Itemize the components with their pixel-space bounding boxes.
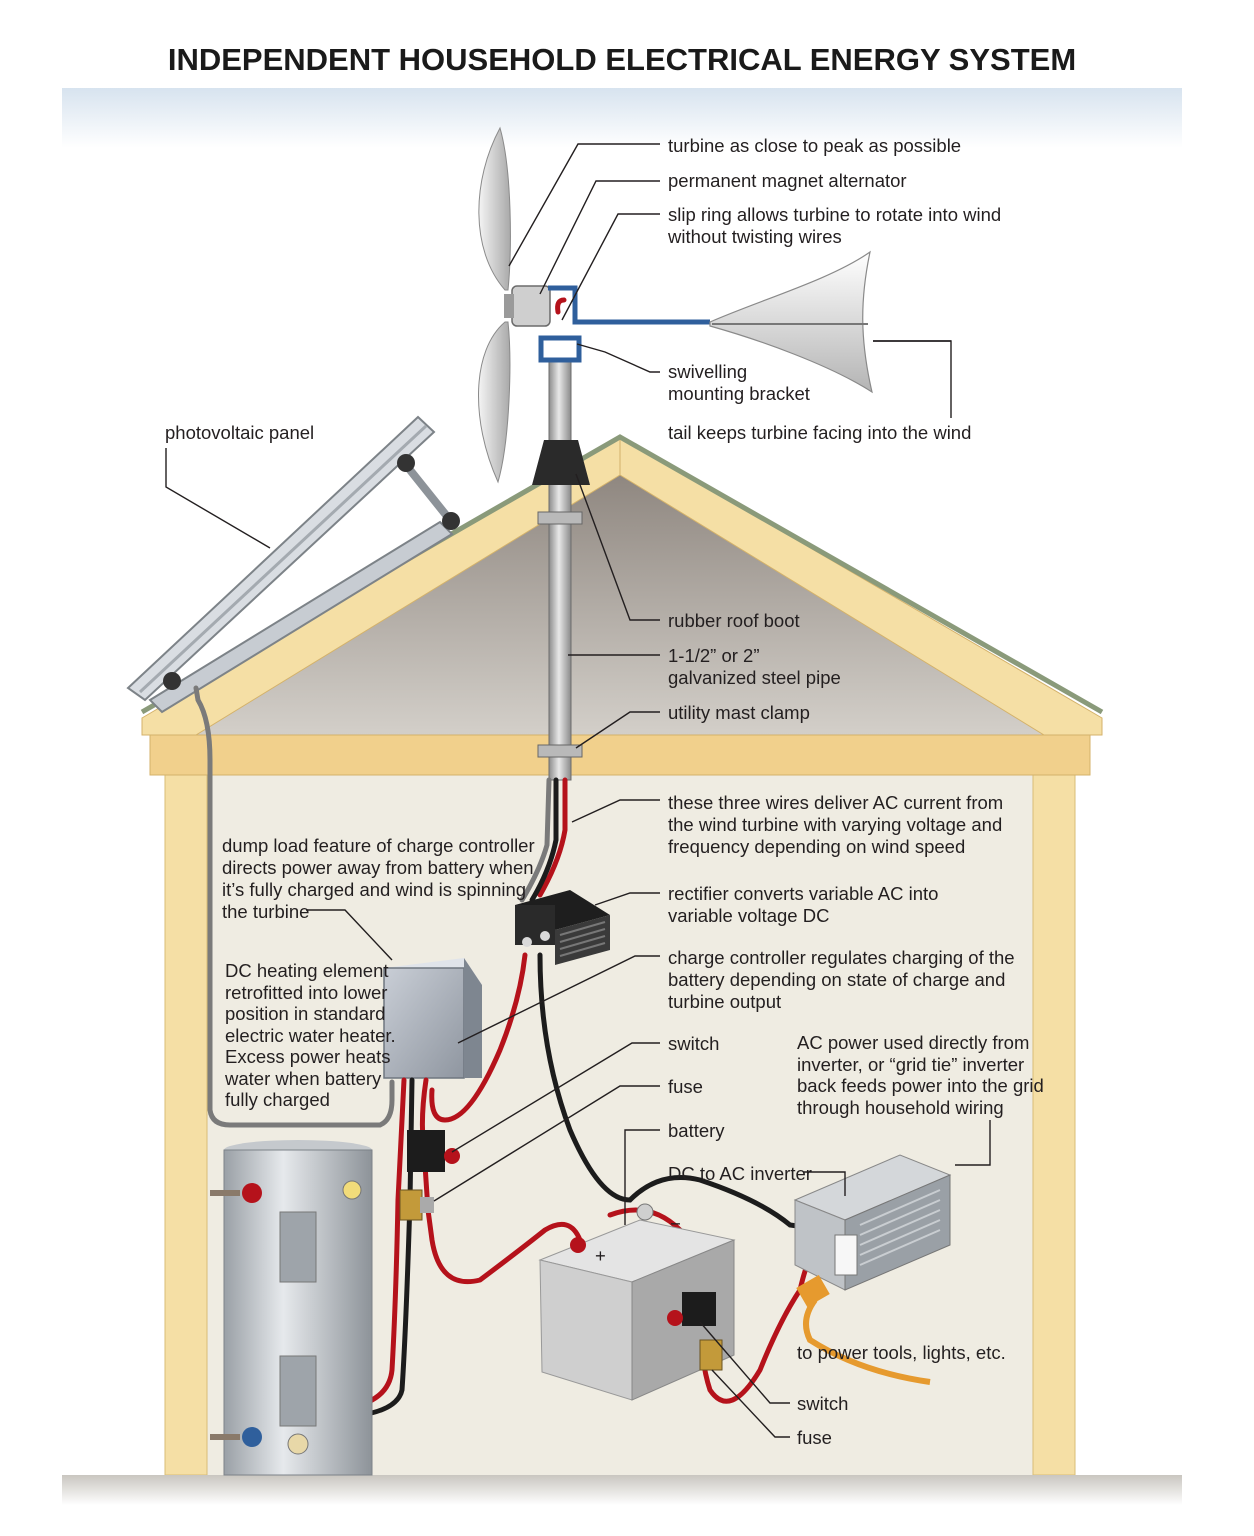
sky-band [62, 88, 1182, 148]
label-alternator: permanent magnet alternator [668, 170, 907, 191]
wind-turbine [478, 126, 873, 484]
floor [62, 1475, 1182, 1505]
power-plug [796, 1274, 830, 1308]
pv-panel-rail [148, 520, 454, 714]
label-dump-3: it’s fully charged and wind is spinning [222, 879, 526, 900]
rectifier [515, 890, 610, 965]
turbine-blade-lower [478, 321, 511, 484]
roof-boot [532, 440, 590, 485]
right-wall-frame [1032, 774, 1076, 1476]
inverter [793, 1154, 952, 1291]
label-heater-4: electric water heater. [225, 1025, 396, 1046]
label-roof-boot: rubber roof boot [668, 610, 800, 631]
red-wire-rectifier-to-controller [429, 952, 528, 1123]
battery-plus-mark: + [595, 1245, 606, 1266]
label-inverter: DC to AC inverter [668, 1163, 812, 1184]
turbine-wires [519, 777, 568, 903]
mast [532, 359, 590, 781]
pv-mount-bolt [397, 454, 415, 472]
label-fuse-upper: fuse [668, 1076, 703, 1097]
label-slip-ring-2: without twisting wires [667, 226, 842, 247]
mast-clamp-lower [537, 744, 583, 758]
label-heater-2: retrofitted into lower [225, 982, 387, 1003]
label-heater-7: fully charged [225, 1089, 330, 1110]
label-rectifier-1: rectifier converts variable AC into [668, 883, 938, 904]
mast-clamp-upper [537, 511, 583, 525]
lower-switch [667, 1292, 716, 1326]
label-turbine-peak: turbine as close to peak as possible [668, 135, 961, 156]
label-heater-6: water when battery [224, 1068, 382, 1089]
diagram-title: INDEPENDENT HOUSEHOLD ELECTRICAL ENERGY … [168, 42, 1076, 77]
label-fuse-lower: fuse [797, 1427, 832, 1448]
upper-fuse [399, 1189, 434, 1221]
label-ac-power-3: back feeds power into the grid [797, 1075, 1044, 1096]
label-wires-1: these three wires deliver AC current fro… [668, 792, 1003, 813]
label-controller-3: turbine output [668, 991, 781, 1012]
label-power-tools: to power tools, lights, etc. [797, 1342, 1006, 1363]
tail-fin [709, 250, 873, 394]
turbine-blade-upper [478, 126, 511, 291]
lower-fuse [699, 1339, 723, 1371]
label-tail: tail keeps turbine facing into the wind [668, 422, 971, 443]
label-switch-lower: switch [797, 1393, 848, 1414]
label-switch-upper: switch [668, 1033, 719, 1054]
label-dump-2: directs power away from battery when [222, 857, 534, 878]
label-wires-3: frequency depending on wind speed [668, 836, 965, 857]
label-heater-5: Excess power heats [225, 1046, 391, 1067]
label-ac-power-2: inverter, or “grid tie” inverter [797, 1054, 1024, 1075]
label-rectifier-2: variable voltage DC [668, 905, 829, 926]
label-pipe-1: 1-1/2” or 2” [668, 645, 760, 666]
label-controller-2: battery depending on state of charge and [668, 969, 1005, 990]
label-pipe-2: galvanized steel pipe [668, 667, 841, 688]
label-ac-power-1: AC power used directly from [797, 1032, 1029, 1053]
charge-controller [383, 958, 482, 1079]
label-mast-clamp: utility mast clamp [668, 702, 810, 723]
tail-leader [873, 340, 952, 418]
pv-mount-bolt [442, 512, 460, 530]
label-slip-ring-1: slip ring allows turbine to rotate into … [668, 204, 1001, 225]
water-heater [210, 1140, 373, 1476]
roof-right-rafter [619, 436, 1103, 736]
battery: + − [538, 1203, 736, 1401]
label-dump-1: dump load feature of charge controller [222, 835, 535, 856]
swivel-bracket [548, 285, 710, 325]
labels: turbine as close to peak as possible per… [165, 135, 1044, 1448]
house [62, 434, 1182, 1505]
upper-switch [407, 1130, 460, 1172]
label-battery: battery [668, 1120, 725, 1141]
label-controller-1: charge controller regulates charging of … [668, 947, 1015, 968]
ceiling-beam [149, 734, 1091, 776]
label-swivel-1: swivelling [668, 361, 747, 382]
label-heater-1: DC heating element [225, 960, 389, 981]
pv-mount-bolt [163, 672, 181, 690]
steel-pipe [548, 359, 572, 781]
attic-triangle [165, 475, 1075, 735]
alternator [511, 285, 551, 327]
label-wires-2: the wind turbine with varying voltage an… [668, 814, 1002, 835]
power-cord [803, 1298, 931, 1385]
pv-panel [126, 415, 460, 714]
battery-minus-mark: − [670, 1213, 681, 1234]
label-dump-4: the turbine [222, 901, 309, 922]
slip-ring [538, 335, 582, 363]
pv-wire [193, 685, 395, 1128]
label-pv-panel: photovoltaic panel [165, 422, 314, 443]
label-heater-3: position in standard [225, 1003, 385, 1024]
left-wall-frame [164, 774, 208, 1476]
label-swivel-2: mounting bracket [668, 383, 810, 404]
label-ac-power-4: through household wiring [797, 1097, 1004, 1118]
